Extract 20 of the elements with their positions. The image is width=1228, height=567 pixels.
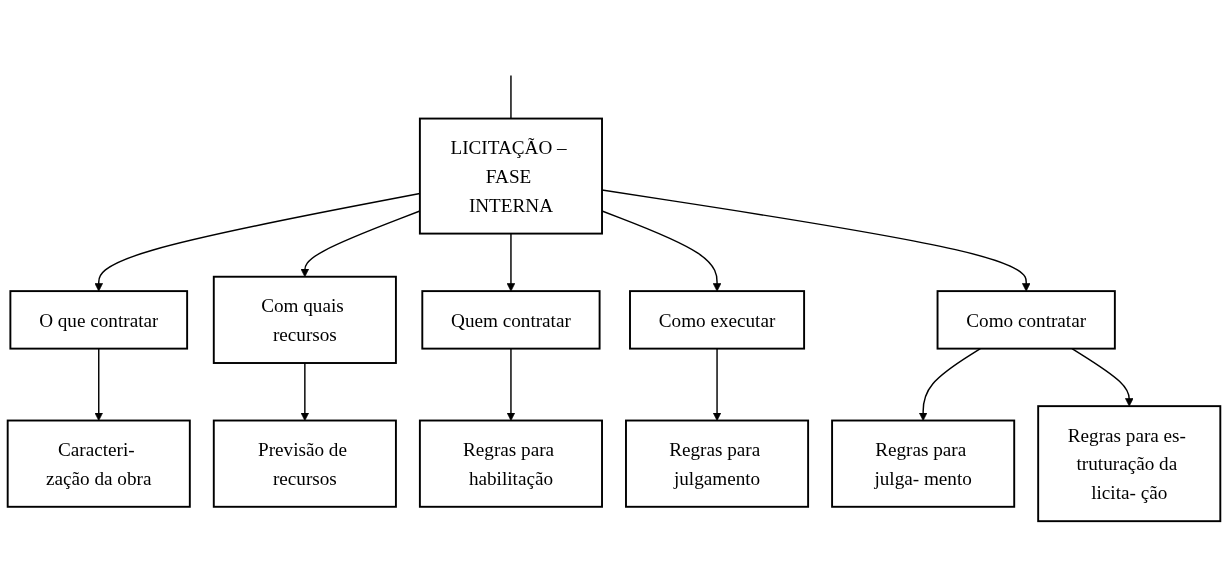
node-box: Caracteri- zação da obra — [6, 419, 191, 508]
node-box: Previsão de recursos — [212, 419, 397, 508]
connector — [510, 74, 512, 119]
arrow — [506, 232, 516, 292]
node-box: Como executar — [629, 289, 806, 350]
arrow — [300, 361, 310, 421]
node-box: Regras para habilitação — [418, 419, 603, 508]
arrow — [712, 347, 722, 421]
arrow — [94, 347, 103, 421]
node-box: LICITAÇÃO – FASE INTERNA — [418, 117, 603, 235]
arrow — [1071, 347, 1134, 407]
node-box: Regras para julgamento — [625, 419, 810, 508]
node-box: Quem contratar — [421, 289, 601, 350]
node-box: Regras para es- truturação da licita- ção — [1037, 404, 1222, 522]
arrow — [918, 347, 982, 421]
node-box: O que contratar — [9, 289, 189, 350]
node-box: Regras para julga- mento — [831, 419, 1016, 508]
node-box: Com quais recursos — [212, 275, 397, 364]
node-box: Como contratar — [936, 289, 1116, 350]
arrow — [506, 347, 516, 421]
